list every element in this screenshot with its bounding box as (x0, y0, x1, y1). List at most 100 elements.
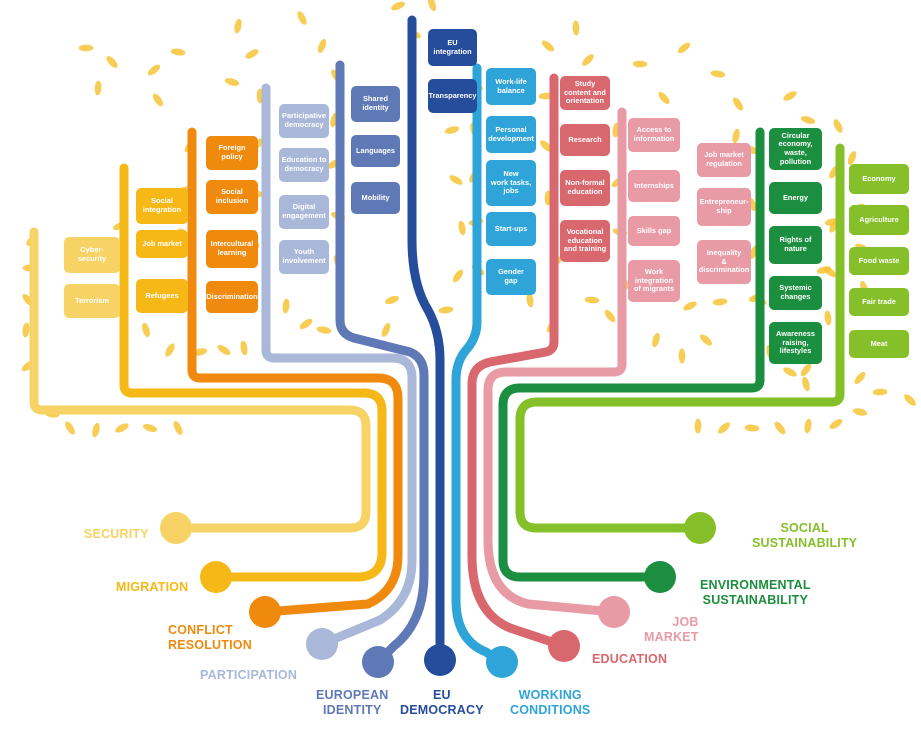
leaf-icon (572, 20, 580, 36)
root-node[interactable] (200, 561, 232, 593)
topic-box-job-market[interactable]: Access to information (628, 118, 680, 152)
root-node[interactable] (362, 646, 394, 678)
leaf-icon (317, 38, 327, 54)
leaf-icon (802, 376, 810, 392)
topic-box-eu-democracy[interactable]: EU integration (428, 29, 477, 66)
topic-box-job-market[interactable]: Work integration of migrants (628, 260, 680, 302)
topic-box-social-sustainability[interactable]: Economy (849, 164, 909, 194)
leaf-icon (282, 298, 290, 314)
leaf-icon (245, 49, 259, 59)
topic-box-working-conditions[interactable]: Start-ups (486, 212, 536, 246)
root-node[interactable] (644, 561, 676, 593)
branch-european-identity (335, 60, 429, 678)
leaf-icon (652, 332, 660, 348)
topic-box-working-conditions[interactable]: Work-life balance (486, 68, 536, 105)
topic-box-security[interactable]: Cyber- security (64, 237, 120, 273)
topic-box-environmental-sustainability[interactable]: Systemic changes (769, 276, 822, 310)
topic-box-migration[interactable]: Social integration (136, 188, 188, 224)
topic-box-european-identity[interactable]: Languages (351, 135, 400, 167)
topic-box-migration[interactable]: Refugees (136, 279, 188, 313)
topic-box-social-sustainability[interactable]: Food waste (849, 247, 909, 275)
topic-box-participation[interactable]: Youth involvement (279, 240, 329, 274)
leaf-icon (444, 126, 460, 134)
branch-line (515, 143, 845, 533)
topic-box-conflict-resolution[interactable]: Social inclusion (206, 180, 258, 214)
leaf-icon (744, 424, 760, 432)
root-node[interactable] (160, 512, 192, 544)
leaf-icon (823, 266, 837, 278)
branch-working-conditions (451, 63, 518, 678)
leaf-icon (872, 388, 888, 396)
leaf-icon (458, 220, 466, 236)
leaf-icon (299, 318, 313, 330)
leaf-icon (217, 344, 231, 356)
root-label-education: EDUCATION (592, 652, 668, 666)
root-node[interactable] (684, 512, 716, 544)
topic-box-environmental-sustainability[interactable]: Awareness raising, lifestyles (769, 322, 822, 364)
topic-box-social-sustainability[interactable]: Fair trade (849, 288, 909, 316)
leaf-icon (904, 394, 916, 406)
topic-box-environmental-sustainability[interactable]: Energy (769, 182, 822, 214)
root-node[interactable] (424, 644, 456, 676)
topic-box-european-identity[interactable]: Shared identity (351, 86, 400, 122)
leaf-icon (92, 422, 100, 438)
topic-box-security[interactable]: Terrorism (64, 284, 120, 318)
topic-box-education[interactable]: Study content and orientation (560, 76, 610, 110)
topic-box-participation[interactable]: Digital engagement (279, 195, 329, 229)
topic-box-job-market[interactable]: Skills gap (628, 216, 680, 246)
topic-box-european-identity[interactable]: Mobility (351, 182, 400, 214)
leaf-icon (165, 343, 175, 357)
topic-box-social-sustainability[interactable]: Agriculture (849, 205, 909, 235)
leaf-icon (142, 322, 150, 338)
leaf-icon (147, 64, 161, 76)
root-node[interactable] (598, 596, 630, 628)
leaf-icon (632, 60, 648, 68)
leaf-icon (783, 367, 797, 377)
root-node[interactable] (249, 596, 281, 628)
topic-box-conflict-resolution[interactable]: Discrimination (206, 281, 258, 313)
topic-box-job-market[interactable]: Inequality & discrimination (697, 240, 751, 284)
topic-box-environmental-sustainability[interactable]: Circular economy, waste, pollution (769, 128, 822, 170)
leaf-icon (316, 326, 332, 334)
leaf-icon (718, 422, 730, 434)
leaf-icon (438, 306, 454, 314)
branch-line (261, 83, 417, 649)
root-label-migration: MIGRATION (116, 580, 189, 594)
topic-box-education[interactable]: Vocational education and training (560, 220, 610, 262)
topic-box-education[interactable]: Non-formal education (560, 170, 610, 206)
leaf-icon (783, 91, 797, 101)
root-label-security: SECURITY (84, 527, 149, 541)
topic-box-job-market[interactable]: Internships (628, 170, 680, 202)
leaf-icon (732, 128, 740, 144)
topic-box-eu-democracy[interactable]: Transparency (428, 79, 477, 113)
root-node[interactable] (486, 646, 518, 678)
branch-line (407, 15, 445, 665)
topic-box-environmental-sustainability[interactable]: Rights of nature (769, 226, 822, 264)
leaf-icon (800, 116, 816, 124)
branch-line (335, 60, 429, 667)
branch-line (119, 163, 387, 582)
root-node[interactable] (548, 630, 580, 662)
topic-box-working-conditions[interactable]: Personal development (486, 116, 536, 153)
topic-box-job-market[interactable]: Entrepreneur- ship (697, 188, 751, 226)
topic-box-social-sustainability[interactable]: Meat (849, 330, 909, 358)
leaf-icon (732, 97, 744, 111)
topic-box-conflict-resolution[interactable]: Foreign policy (206, 136, 258, 170)
leaf-icon (78, 44, 94, 52)
topic-box-conflict-resolution[interactable]: Intercultural learning (206, 230, 258, 268)
topic-box-participation[interactable]: Participative democracy (279, 104, 329, 138)
leaf-icon (658, 92, 670, 104)
leaf-icon (234, 18, 242, 34)
topic-box-education[interactable]: Research (560, 124, 610, 156)
root-node[interactable] (306, 628, 338, 660)
root-label-european-identity: EUROPEAN IDENTITY (316, 688, 389, 717)
topic-box-working-conditions[interactable]: New work tasks, jobs (486, 160, 536, 206)
topic-box-migration[interactable]: Job market (136, 230, 188, 258)
topic-box-job-market[interactable]: Job market regulation (697, 143, 751, 177)
leaf-icon (381, 323, 391, 337)
branch-eu-democracy (407, 15, 456, 676)
topic-box-working-conditions[interactable]: Gender gap (486, 259, 536, 295)
leaf-icon (22, 322, 30, 338)
leaf-icon (677, 42, 691, 54)
topic-box-participation[interactable]: Education to democracy (279, 148, 329, 182)
